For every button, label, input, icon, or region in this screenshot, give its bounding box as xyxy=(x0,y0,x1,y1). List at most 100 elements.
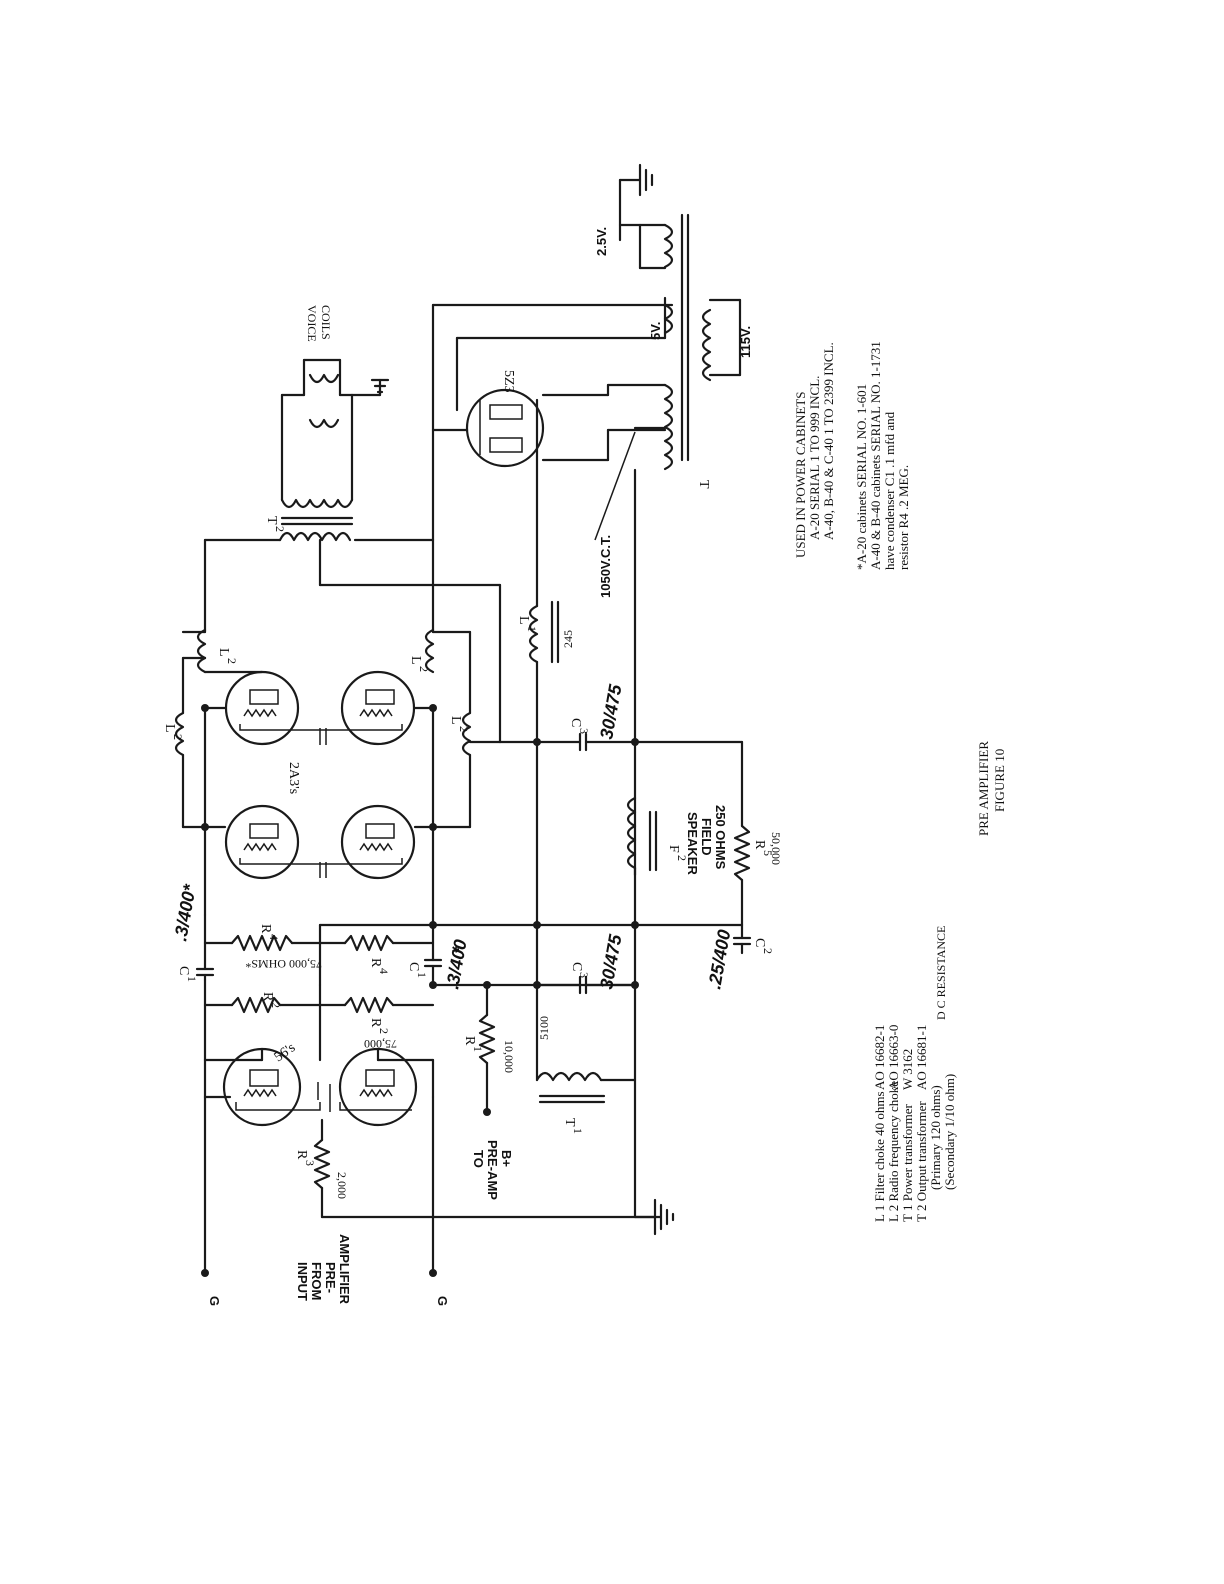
resistor-r2-upper: R 2 xyxy=(203,992,322,1014)
svg-text:FIELD: FIELD xyxy=(699,818,714,856)
svg-text:(Secondary 1/10 ohm): (Secondary 1/10 ohm) xyxy=(942,1074,957,1190)
svg-text:COILS: COILS xyxy=(319,305,333,340)
svg-text:T: T xyxy=(264,516,279,525)
c3-rating-lower: 30/475 xyxy=(596,932,625,991)
resistor-r3: R 3 2,000 xyxy=(294,1118,662,1219)
svg-text:2: 2 xyxy=(269,1002,283,1008)
input-label: INPUT FROM PRE- AMPLIFIER xyxy=(295,1234,352,1305)
ground-symbol-main xyxy=(633,1198,675,1236)
svg-text:2: 2 xyxy=(675,855,689,861)
resistor-r4-lower: R 4 xyxy=(318,934,435,974)
svg-text:5: 5 xyxy=(761,850,775,856)
svg-text:4: 4 xyxy=(377,968,391,974)
svg-text:USED IN POWER CABINETS: USED IN POWER CABINETS xyxy=(793,392,808,558)
driver-tube-label: 56's xyxy=(272,1040,299,1065)
svg-text:C: C xyxy=(569,962,584,971)
svg-text:AO 16663-0: AO 16663-0 xyxy=(886,1025,901,1090)
r1-value: 10,000 xyxy=(502,1040,516,1073)
footnote: *A-20 cabinets SERIAL NO. 1-601 A-40 & B… xyxy=(854,341,911,570)
capacitor-c3-lower: C 3 30/475 xyxy=(535,932,637,995)
svg-text:TO: TO xyxy=(471,1150,486,1168)
svg-text:2: 2 xyxy=(273,526,287,532)
resistor-r5: R 5 50,000 xyxy=(733,740,783,927)
r3-value: 2,000 xyxy=(335,1172,349,1199)
grid-label-bottom: G xyxy=(435,1296,450,1306)
svg-text:1: 1 xyxy=(525,626,539,632)
grid-label-top: G xyxy=(207,1296,222,1306)
speaker-field-label: SPEAKER FIELD 250 OHMS xyxy=(685,805,728,875)
svg-text:L: L xyxy=(162,724,177,733)
svg-text:L: L xyxy=(408,656,423,665)
bus-wiring xyxy=(318,921,744,989)
c2-rating: .25/400 xyxy=(704,928,734,991)
output-transformer-t2: T 2 xyxy=(264,393,502,744)
t1-resistance: 5100 xyxy=(537,1016,551,1040)
preamp-b-label: TO PRE-AMP B+ xyxy=(471,1140,514,1200)
power-transformer: 2.5V. 5V. 115V. 1050V.C.T. T xyxy=(431,163,753,744)
svg-text:C: C xyxy=(176,966,191,975)
svg-text:3: 3 xyxy=(303,1160,317,1166)
svg-text:A-20 SERIAL 1 TO 999 INCL.: A-20 SERIAL 1 TO 999 INCL. xyxy=(807,376,822,540)
rectifier-label: 5Z3 xyxy=(501,370,516,393)
figure-caption: PRE AMPLIFIER FIGURE 10 xyxy=(976,741,1007,836)
svg-text:C: C xyxy=(406,962,421,971)
transformer-t1: 5100 T 1 xyxy=(535,923,637,1134)
r3-label: R xyxy=(294,1150,309,1160)
svg-text:2: 2 xyxy=(225,658,239,664)
usage-note: USED IN POWER CABINETS A-20 SERIAL 1 TO … xyxy=(793,342,836,558)
svg-text:AMPLIFIER: AMPLIFIER xyxy=(337,1234,352,1305)
capacitor-c1-lower: C 1 * .3/400 xyxy=(406,923,471,991)
svg-text:4: 4 xyxy=(267,934,281,940)
legend-row-t1: T 1 Power transformer xyxy=(900,1104,915,1222)
svg-text:1050V.C.T.: 1050V.C.T. xyxy=(598,535,613,598)
filter-choke-l1: L 1 245 xyxy=(516,398,575,744)
svg-text:250 OHMS: 250 OHMS xyxy=(713,805,728,870)
svg-text:L: L xyxy=(516,616,531,625)
resistor-r4-upper: R 4 75,000 OHMS* xyxy=(203,924,322,971)
svg-text:VOICE: VOICE xyxy=(305,305,319,342)
svg-text:SPEAKER: SPEAKER xyxy=(685,812,700,875)
svg-text:T: T xyxy=(696,480,711,489)
input-section: G G INPUT FROM PRE- AMPLIFIER xyxy=(201,1095,450,1306)
svg-text:R: R xyxy=(260,992,275,1002)
figure-number: FIGURE 10 xyxy=(992,749,1007,812)
input-terminal-bottom xyxy=(429,1269,437,1277)
svg-text:1: 1 xyxy=(471,1046,485,1052)
svg-text:resistor R4 .2 MEG.: resistor R4 .2 MEG. xyxy=(896,465,911,570)
voice-coils: VOICE COILS xyxy=(280,305,390,429)
svg-text:1: 1 xyxy=(185,976,199,982)
capacitor-c2: C 2 .25/400 xyxy=(704,923,775,991)
svg-text:2.5V.: 2.5V. xyxy=(594,227,609,256)
svg-text:R: R xyxy=(462,1036,477,1046)
svg-text:C: C xyxy=(568,718,583,727)
svg-text:(Primary 120 ohms): (Primary 120 ohms) xyxy=(928,1085,943,1190)
r2-value: 75,000 xyxy=(364,1037,397,1051)
svg-text:W 3162: W 3162 xyxy=(900,1049,915,1090)
c1-rating-top: .3/400* xyxy=(170,882,200,943)
svg-text:A-40 & B-40 cabinets SERIAL NO: A-40 & B-40 cabinets SERIAL NO. 1-1731 xyxy=(868,341,883,570)
svg-text:T: T xyxy=(562,1118,577,1127)
r5-value: 50,000 xyxy=(769,832,783,865)
svg-text:C: C xyxy=(752,938,767,947)
figure-title: PRE AMPLIFIER xyxy=(976,741,991,836)
svg-text:5V.: 5V. xyxy=(648,322,663,340)
svg-text:R: R xyxy=(752,840,767,850)
speaker-field-f2: F 2 SPEAKER FIELD 250 OHMS xyxy=(626,796,728,877)
dc-resistance-note: D C RESISTANCE xyxy=(934,926,948,1020)
svg-text:INPUT: INPUT xyxy=(295,1262,310,1301)
svg-text:FROM: FROM xyxy=(309,1262,324,1300)
svg-text:L: L xyxy=(216,648,231,657)
svg-text:2: 2 xyxy=(761,948,775,954)
svg-text:have condenser C1 .1 mfd and: have condenser C1 .1 mfd and xyxy=(882,411,897,570)
c3-rating-upper: 30/475 xyxy=(596,682,625,741)
svg-text:PRE-: PRE- xyxy=(323,1262,338,1293)
r4-value: 75,000 OHMS* xyxy=(245,957,322,971)
svg-text:AO 16681-1: AO 16681-1 xyxy=(914,1025,929,1090)
output-tube-label: 2A3's xyxy=(286,762,301,794)
svg-text:1: 1 xyxy=(571,1128,585,1134)
svg-text:R: R xyxy=(368,1018,383,1028)
rectifier-tube: 5Z3 xyxy=(465,370,545,468)
svg-text:F: F xyxy=(666,845,681,853)
input-terminal-top xyxy=(201,1269,209,1277)
